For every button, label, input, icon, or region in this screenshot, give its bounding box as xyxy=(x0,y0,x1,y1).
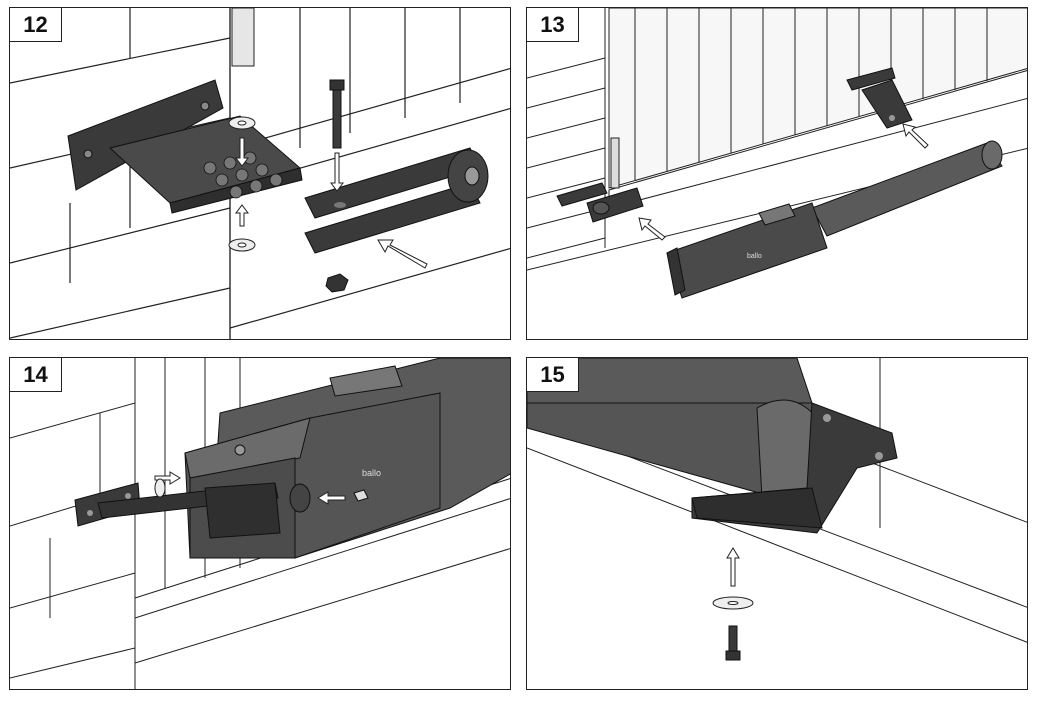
arrow-icon xyxy=(638,123,929,241)
bracket-icon xyxy=(556,182,644,223)
brand-mark: ballo xyxy=(747,253,762,260)
step-number-13: 13 xyxy=(527,8,579,42)
step-13-illustration: ballo xyxy=(527,8,1027,299)
arrow-icon xyxy=(235,137,428,269)
fork-icon xyxy=(204,482,311,539)
washer-icon xyxy=(712,596,754,610)
bracket-icon xyxy=(67,79,303,214)
step-number-12: 12 xyxy=(10,8,62,42)
step-number-15: 15 xyxy=(527,358,579,392)
bracket-icon xyxy=(846,67,913,129)
actuator-icon: ballo xyxy=(184,358,510,559)
washer-icon xyxy=(228,116,256,252)
step-14-illustration: ballo xyxy=(10,358,510,689)
hinge-icon xyxy=(610,137,620,189)
brand-mark: ballo xyxy=(362,468,381,478)
step-panel-14: 14 ballo xyxy=(9,357,511,690)
step-panel-13: 13 xyxy=(526,7,1028,340)
step-12-illustration xyxy=(10,8,510,339)
step-panel-12: 12 xyxy=(9,7,511,340)
bracket-icon xyxy=(691,402,898,534)
step-panel-15: 15 xyxy=(526,357,1028,690)
step-number-14: 14 xyxy=(10,358,62,392)
washer-icon xyxy=(154,478,166,498)
step-15-illustration xyxy=(527,358,1027,661)
fork-icon xyxy=(304,147,489,254)
bolt-icon xyxy=(725,625,741,661)
nut-icon xyxy=(325,273,349,293)
bolt-icon xyxy=(353,489,369,502)
actuator-icon: ballo xyxy=(666,140,1003,299)
bolt-icon xyxy=(329,79,345,149)
actuator-icon xyxy=(527,358,823,499)
arrow-icon xyxy=(726,547,740,587)
